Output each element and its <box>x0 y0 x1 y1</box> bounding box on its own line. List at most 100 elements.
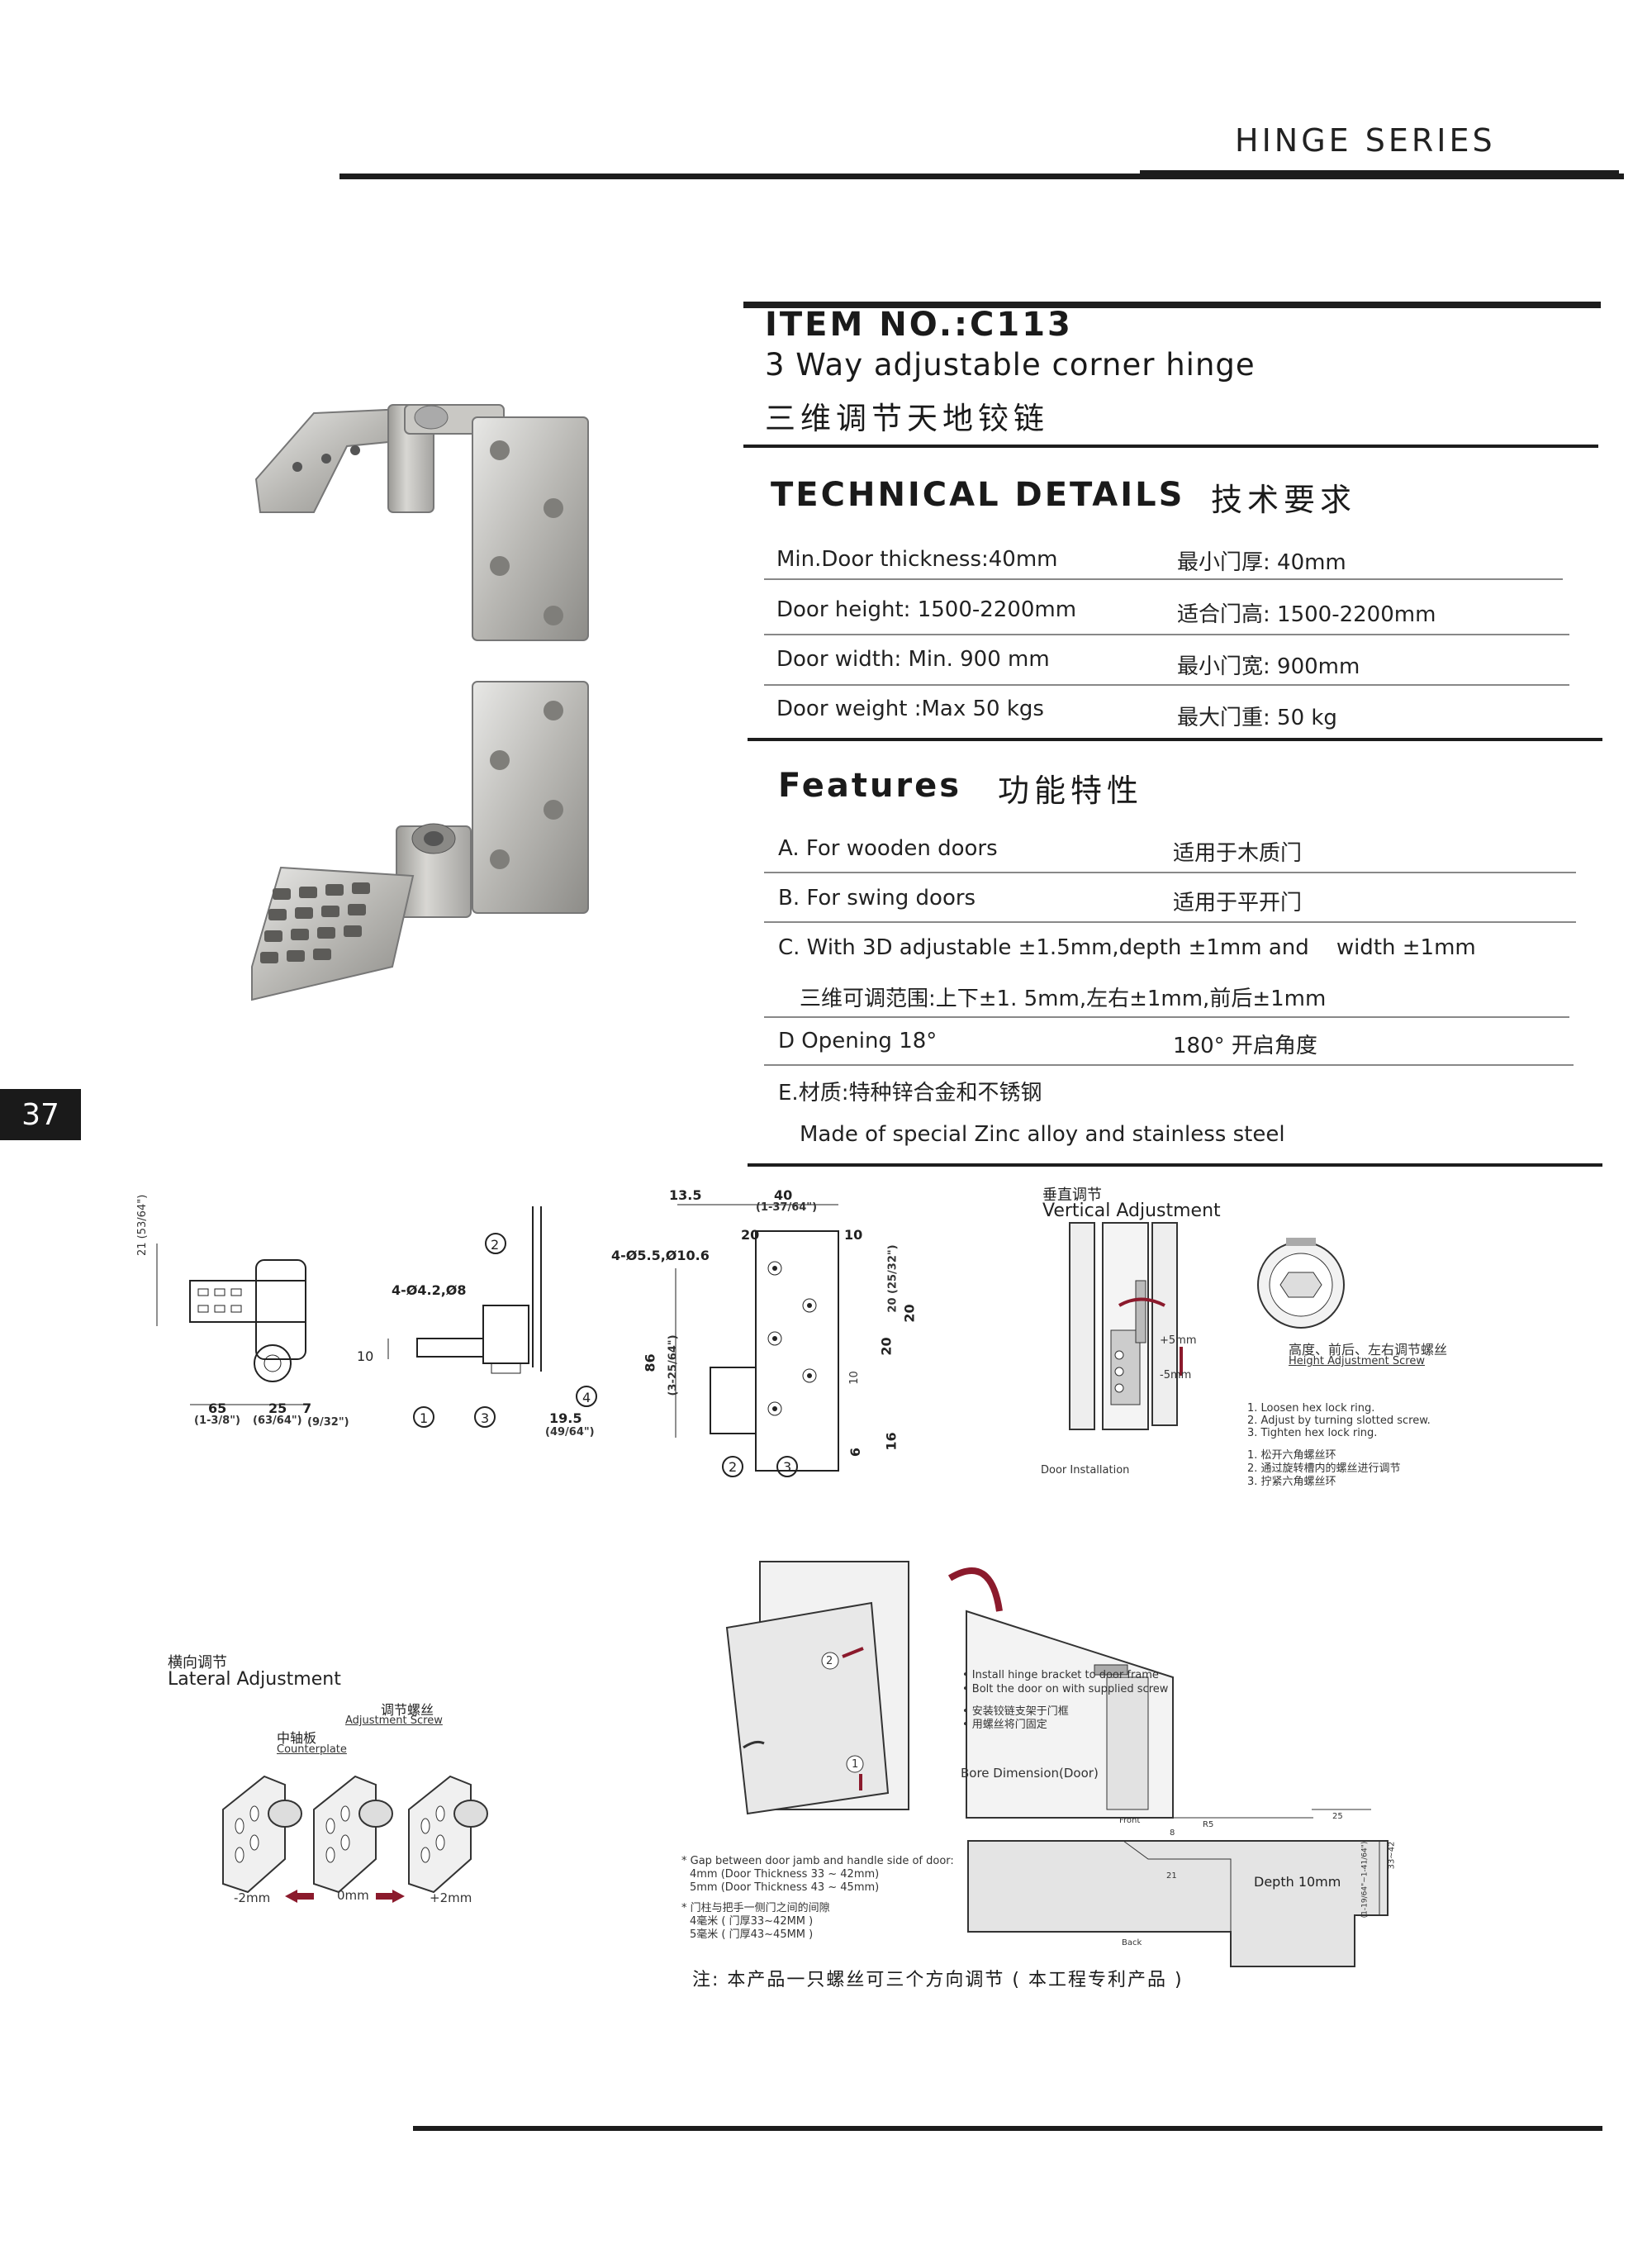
header-rule-accent <box>1140 170 1619 179</box>
bore-dimension-drawing <box>967 1809 1389 1967</box>
dim-7: 7 <box>302 1400 312 1416</box>
dim-20-right: 20 (25/32") <box>886 1244 900 1313</box>
callout-4: 4 <box>582 1390 591 1405</box>
feature-c-en: C. With 3D adjustable ±1.5mm,depth ±1mm … <box>778 935 1476 960</box>
features-title-cn: 功能特性 <box>998 773 1144 809</box>
feature-divider <box>764 872 1576 873</box>
gap-note-4: * 门柱与把手一侧门之间的间隙 <box>681 1902 830 1914</box>
dim-65: 65 <box>208 1400 227 1416</box>
adjust-step-3-en: 3. Tighten hex lock ring. <box>1247 1427 1378 1439</box>
bore-dim-33-42-inch: (1-19/64"~1-41/64") <box>1360 1841 1370 1919</box>
dim-25-inch: (63/64") <box>253 1415 302 1427</box>
lateral-minus-2mm: -2mm <box>234 1890 271 1905</box>
dim-7-inch: (9/32") <box>307 1416 349 1429</box>
dim-21: 21 (53/64") <box>136 1194 149 1256</box>
counterplate-cn: 中轴板 <box>277 1730 317 1746</box>
adjust-step-2-cn: 2. 通过旋转槽内的螺丝进行调节 <box>1247 1462 1401 1475</box>
bore-depth: Depth 10mm <box>1254 1874 1341 1890</box>
dim-10: 10 <box>357 1348 374 1364</box>
callout-2: 2 <box>491 1237 500 1253</box>
dim-86: 86 <box>642 1353 658 1372</box>
side-view-drawing <box>387 1206 597 1428</box>
lateral-plus-2mm: +2mm <box>430 1890 472 1905</box>
dim-20-top: 20 <box>741 1227 760 1243</box>
dim-20-right-2: 20 <box>901 1304 918 1323</box>
title-top-rule <box>743 302 1601 308</box>
dim-40-inch: (1-37/64") <box>756 1201 818 1214</box>
bore-front: Front <box>1119 1816 1141 1825</box>
features-bottom-rule <box>748 1163 1602 1167</box>
feature-c-cn: 三维可调范围:上下±1. 5mm,左右±1mm,前后±1mm <box>800 987 1327 1011</box>
dim-25: 25 <box>268 1400 287 1416</box>
gap-note-3: 5mm (Door Thickness 43 ~ 45mm) <box>690 1881 880 1894</box>
hinge-product-photo <box>251 404 589 1001</box>
gap-note-5: 4毫米 ( 门厚33~42MM ) <box>690 1915 814 1928</box>
dim-hole-spec: 4-Ø4.2,Ø8 <box>392 1282 467 1298</box>
callout-3: 3 <box>481 1410 490 1426</box>
install-step-4: • 用螺丝将门固定 <box>962 1719 1047 1731</box>
install-callout-2: 2 <box>826 1655 833 1667</box>
dim-10-top: 10 <box>844 1227 863 1243</box>
dim-10-right: 10 <box>847 1371 861 1385</box>
install-callout-1: 1 <box>852 1758 859 1771</box>
feature-b-cn: 适用于平开门 <box>1173 891 1303 915</box>
feature-divider <box>764 921 1576 923</box>
bore-back: Back <box>1122 1938 1142 1947</box>
install-step-3: • 安装铰链支架于门框 <box>962 1705 1069 1718</box>
door-installation-drawing <box>725 1561 1174 1819</box>
adjust-step-1-en: 1. Loosen hex lock ring. <box>1247 1402 1375 1415</box>
plus-5mm: +5mm <box>1160 1334 1197 1347</box>
feature-a-en: A. For wooden doors <box>778 836 998 861</box>
vertical-title-en: Vertical Adjustment <box>1042 1201 1221 1221</box>
tech-row-1-cn: 最小门厚: 40mm <box>1177 550 1346 575</box>
dim-20-right-3: 20 <box>878 1337 895 1356</box>
gap-note-2: 4mm (Door Thickness 33 ~ 42mm) <box>690 1868 880 1881</box>
screw-label-cn: 高度、前后、左右调节螺丝 <box>1289 1342 1448 1358</box>
gap-note-6: 5毫米 ( 门厚43~45MM ) <box>690 1928 814 1941</box>
top-view-drawing <box>156 1244 306 1405</box>
technical-title-cn: 技术要求 <box>1211 482 1357 518</box>
bore-dim-33-42: 33~42 <box>1387 1841 1397 1870</box>
adjust-screw-cn: 调节螺丝 <box>381 1702 434 1718</box>
tech-row-4-en: Door weight :Max 50 kgs <box>776 697 1044 721</box>
vertical-adjustment-drawing <box>1069 1222 1345 1430</box>
product-subtitle-en: 3 Way adjustable corner hinge <box>765 347 1256 383</box>
vertical-title-cn: 垂直调节 <box>1042 1186 1102 1204</box>
minus-5mm: -5mm <box>1160 1369 1192 1381</box>
feature-d-cn: 180° 开启角度 <box>1173 1034 1317 1058</box>
feature-e-en: Made of special Zinc alloy and stainless… <box>800 1122 1285 1147</box>
adjust-step-3-cn: 3. 拧紧六角螺丝环 <box>1247 1476 1336 1488</box>
features-title-en: Features <box>778 767 962 805</box>
dim-19-5-inch: (49/64") <box>545 1426 595 1438</box>
tech-bottom-rule <box>748 738 1602 741</box>
product-subtitle-cn: 三维调节天地铰链 <box>765 401 1049 436</box>
install-step-1: • Install hinge bracket to door frame <box>962 1669 1159 1681</box>
adjust-step-1-cn: 1. 松开六角螺丝环 <box>1247 1449 1336 1462</box>
dim-6: 6 <box>847 1447 864 1457</box>
header-rule <box>339 174 1624 179</box>
front-view-drawing <box>675 1204 839 1477</box>
feature-divider <box>764 1016 1569 1018</box>
lateral-title-cn: 横向调节 <box>168 1654 227 1671</box>
tech-row-2-cn: 适合门高: 1500-2200mm <box>1177 602 1436 627</box>
adjust-step-2-en: 2. Adjust by turning slotted screw. <box>1247 1415 1431 1427</box>
feature-b-en: B. For swing doors <box>778 886 976 911</box>
door-installation-label: Door Installation <box>1041 1464 1130 1477</box>
install-step-2: • Bolt the door on with supplied screw <box>962 1683 1169 1695</box>
bore-radius: R5 <box>1203 1820 1214 1829</box>
title-bottom-rule <box>743 445 1598 448</box>
dim-16: 16 <box>883 1432 900 1451</box>
bore-dim-8: 8 <box>1170 1828 1175 1838</box>
tech-divider <box>764 684 1569 686</box>
lateral-0mm: 0mm <box>337 1888 369 1903</box>
feature-a-cn: 适用于木质门 <box>1173 841 1303 866</box>
tech-divider <box>764 634 1569 635</box>
feature-e-cn: E.材质:特种锌合金和不锈钢 <box>778 1081 1042 1106</box>
patent-note: 注: 本产品一只螺丝可三个方向调节 ( 本工程专利产品 ) <box>692 1970 1184 1990</box>
tech-divider <box>764 578 1563 580</box>
tech-row-3-en: Door width: Min. 900 mm <box>776 647 1050 672</box>
page-number: 37 <box>0 1089 81 1140</box>
bore-dim-21: 21 <box>1166 1871 1177 1881</box>
dim-65-inch: (1-3/8") <box>194 1415 240 1427</box>
dim-40: 40 <box>774 1187 793 1203</box>
